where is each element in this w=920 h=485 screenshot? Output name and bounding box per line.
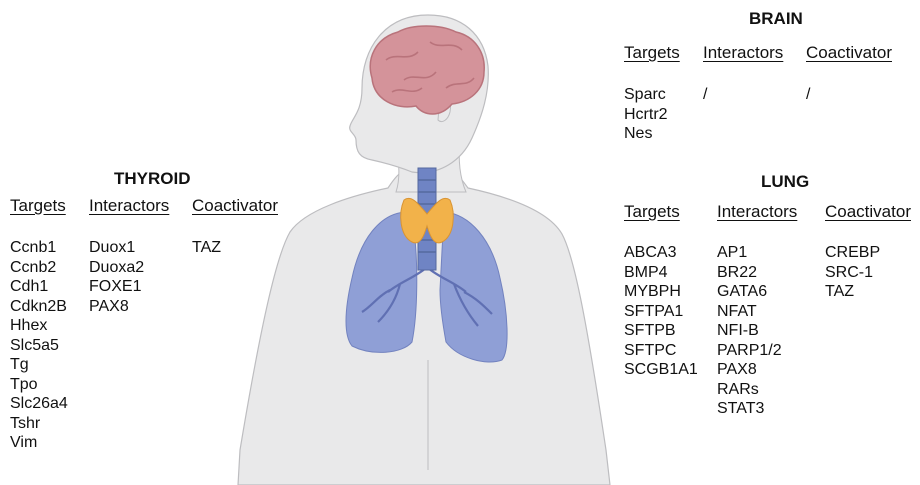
list-item: Ccnb2 bbox=[10, 258, 68, 278]
lung-header-coactivator: Coactivator bbox=[825, 202, 911, 222]
list-item: CREBP bbox=[825, 243, 880, 263]
list-item: PARP1/2 bbox=[717, 341, 782, 361]
list-item: SRC-1 bbox=[825, 263, 880, 283]
thyroid-header-coactivator: Coactivator bbox=[192, 196, 278, 216]
lung-interactors-list: AP1 BR22 GATA6 NFAT NFI-B PARP1/2 PAX8 R… bbox=[717, 243, 782, 419]
list-item: NFAT bbox=[717, 302, 782, 322]
brain-header-coactivator: Coactivator bbox=[806, 43, 892, 63]
brain-coactivators-list: / bbox=[806, 85, 810, 105]
list-item: Tg bbox=[10, 355, 68, 375]
list-item: / bbox=[703, 85, 707, 105]
list-item: Tshr bbox=[10, 414, 68, 434]
list-item: Cdkn2B bbox=[10, 297, 68, 317]
list-item: BMP4 bbox=[624, 263, 698, 283]
list-item: PAX8 bbox=[717, 360, 782, 380]
list-item: Duox1 bbox=[89, 238, 144, 258]
list-item: Hhex bbox=[10, 316, 68, 336]
lung-coactivators-list: CREBP SRC-1 TAZ bbox=[825, 243, 880, 302]
lung-targets-list: ABCA3 BMP4 MYBPH SFTPA1 SFTPB SFTPC SCGB… bbox=[624, 243, 698, 380]
list-item: Vim bbox=[10, 433, 68, 453]
thyroid-header-interactors: Interactors bbox=[89, 196, 169, 216]
list-item: TAZ bbox=[825, 282, 880, 302]
list-item: BR22 bbox=[717, 263, 782, 283]
list-item: GATA6 bbox=[717, 282, 782, 302]
list-item: STAT3 bbox=[717, 399, 782, 419]
lung-header-targets: Targets bbox=[624, 202, 680, 222]
list-item: TAZ bbox=[192, 238, 221, 258]
list-item: SFTPA1 bbox=[624, 302, 698, 322]
list-item: Tpo bbox=[10, 375, 68, 395]
list-item: SCGB1A1 bbox=[624, 360, 698, 380]
list-item: Ccnb1 bbox=[10, 238, 68, 258]
list-item: ABCA3 bbox=[624, 243, 698, 263]
thyroid-targets-list: Ccnb1 Ccnb2 Cdh1 Cdkn2B Hhex Slc5a5 Tg T… bbox=[10, 238, 68, 453]
list-item: SFTPC bbox=[624, 341, 698, 361]
list-item: AP1 bbox=[717, 243, 782, 263]
list-item: / bbox=[806, 85, 810, 105]
list-item: Duoxa2 bbox=[89, 258, 144, 278]
brain-title: BRAIN bbox=[749, 9, 803, 29]
list-item: NFI-B bbox=[717, 321, 782, 341]
brain-interactors-list: / bbox=[703, 85, 707, 105]
list-item: MYBPH bbox=[624, 282, 698, 302]
list-item: Hcrtr2 bbox=[624, 105, 668, 125]
thyroid-interactors-list: Duox1 Duoxa2 FOXE1 PAX8 bbox=[89, 238, 144, 316]
list-item: Nes bbox=[624, 124, 668, 144]
lung-title: LUNG bbox=[761, 172, 809, 192]
list-item: FOXE1 bbox=[89, 277, 144, 297]
list-item: SFTPB bbox=[624, 321, 698, 341]
list-item: Cdh1 bbox=[10, 277, 68, 297]
list-item: RARs bbox=[717, 380, 782, 400]
lung-header-interactors: Interactors bbox=[717, 202, 797, 222]
thyroid-title: THYROID bbox=[114, 169, 191, 189]
list-item: Sparc bbox=[624, 85, 668, 105]
brain-header-interactors: Interactors bbox=[703, 43, 783, 63]
thyroid-header-targets: Targets bbox=[10, 196, 66, 216]
list-item: Slc5a5 bbox=[10, 336, 68, 356]
thyroid-coactivators-list: TAZ bbox=[192, 238, 221, 258]
list-item: PAX8 bbox=[89, 297, 144, 317]
list-item: Slc26a4 bbox=[10, 394, 68, 414]
brain-header-targets: Targets bbox=[624, 43, 680, 63]
brain-targets-list: Sparc Hcrtr2 Nes bbox=[624, 85, 668, 144]
